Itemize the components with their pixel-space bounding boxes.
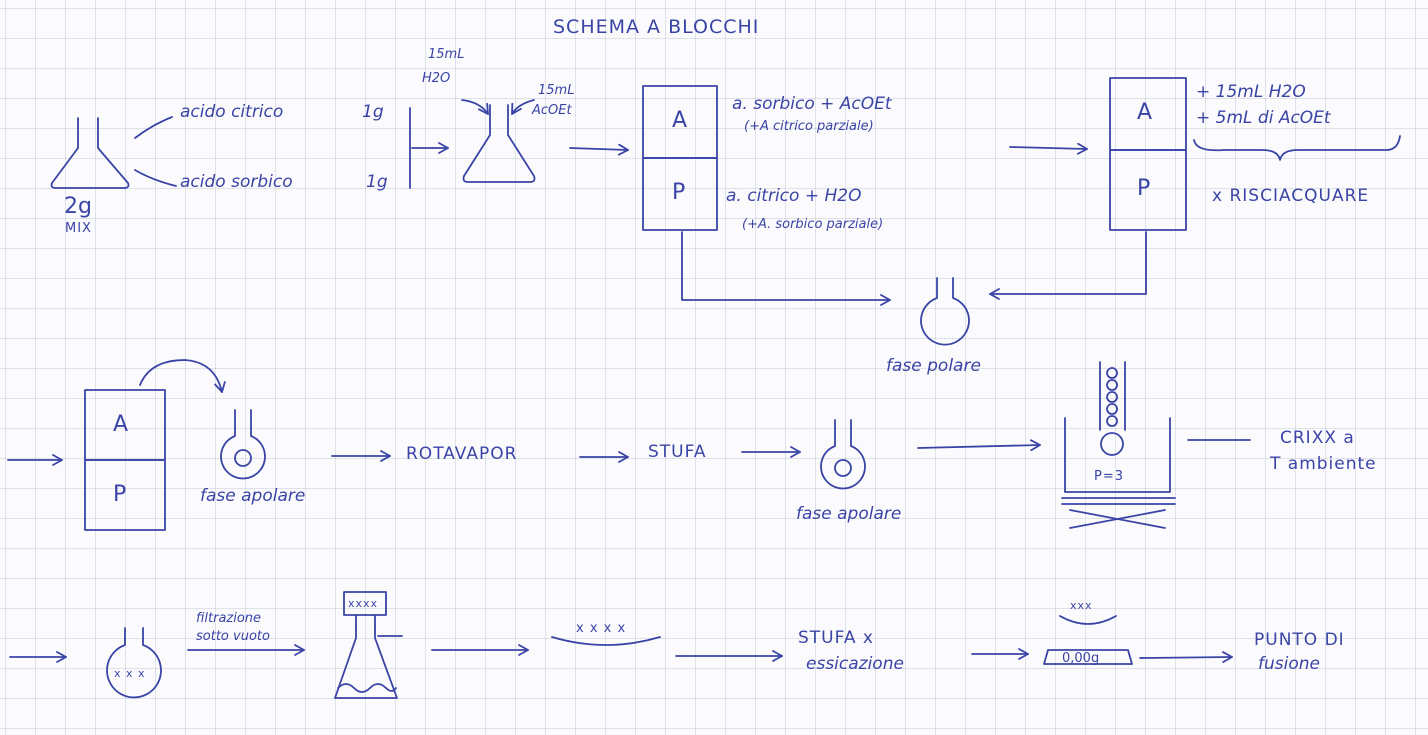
sorbic-acid-qty: 1g (366, 174, 388, 191)
melting-point-label-2: fusione (1258, 656, 1320, 673)
vacuum-flask (335, 628, 402, 698)
acoet-label: AcOEt (532, 104, 572, 117)
arrow-to-crystallizer (918, 445, 1040, 448)
separator-2-note-3: x RISCIACQUARE (1212, 188, 1369, 205)
separator-2-note-2: + 5mL di AcOEt (1196, 110, 1331, 127)
separator-1-bottom-desc-2: (+A. sorbico parziale) (742, 218, 883, 231)
pressure-label: P=3 (1094, 470, 1124, 483)
separator-1-bottom-label: P (672, 182, 685, 204)
melting-point-label-1: PUNTO DI (1254, 632, 1345, 649)
crystallizer-column (1100, 362, 1125, 430)
funnel-contents: xxxx (348, 598, 378, 609)
notes-brace (1194, 136, 1400, 160)
rotavapor-label: ROTAVAPOR (406, 446, 517, 463)
arrow-to-melting-point (1140, 657, 1232, 658)
water-pointer (462, 100, 488, 114)
branch-line-citric (135, 117, 172, 138)
sorbic-acid-label: acido sorbico (180, 174, 293, 191)
stufa-label: STUFA (648, 444, 706, 461)
branch-line-sorbic (135, 170, 176, 186)
watch-glass-contents: x x x x (576, 622, 626, 635)
apolar-flask-2-contents (835, 460, 851, 476)
polar-phase-label: fase polare (886, 358, 981, 375)
separator-1-top-desc-2: (+A citrico parziale) (744, 120, 874, 133)
citric-acid-label: acido citrico (180, 104, 283, 121)
polar-flask (921, 278, 969, 345)
mix-label: MIX (65, 222, 92, 235)
separator-3-top-label: A (113, 414, 128, 436)
crystals-label-1: CRIXX a (1280, 430, 1355, 447)
citric-acid-qty: 1g (362, 104, 384, 121)
water-label: H2O (422, 72, 450, 85)
apolar-phase-label-2: fase apolare (796, 506, 901, 523)
separator-2-note-1: + 15mL H2O (1196, 84, 1306, 101)
arrow-sep3-to-flask (140, 360, 222, 392)
separator-1-bottom-desc-1: a. citrico + H2O (726, 188, 861, 205)
watch-glass (552, 637, 660, 645)
filtration-label-1: filtrazione (196, 612, 261, 625)
line-sep2-to-polar (990, 232, 1146, 294)
separator-1-top-desc-1: a. sorbico + AcOEt (732, 96, 892, 113)
scale-weight: 0,00g (1062, 652, 1099, 665)
separator-2-top-label: A (1137, 102, 1152, 124)
acoet-qty: 15mL (538, 84, 574, 97)
apolar-phase-label-1: fase apolare (200, 488, 305, 505)
diagram-title: SCHEMA A BLOCCHI (553, 18, 759, 37)
scale-dish (1060, 616, 1116, 624)
crystallizer-stand (1062, 498, 1175, 528)
crystallizer-coil (1107, 368, 1117, 426)
separator-2-bottom-label: P (1137, 178, 1150, 200)
acoet-pointer (512, 100, 534, 114)
crystals-label-2: T ambiente (1270, 456, 1377, 473)
water-qty: 15mL (428, 48, 464, 61)
vacuum-flask-liquid (338, 684, 396, 692)
mix-flask (52, 118, 129, 188)
line-sep1-to-polar (682, 232, 890, 300)
stufa-essicazione-label-2: essicazione (806, 656, 904, 673)
mix-amount: 2g (64, 196, 92, 218)
arrow-to-separator-2 (1010, 147, 1087, 149)
apolar-flask-2 (821, 420, 865, 488)
apolar-flask-1-contents (235, 450, 251, 466)
crystallizer-flask (1101, 433, 1123, 455)
crystal-flask (107, 628, 161, 697)
apolar-flask-1 (221, 410, 265, 478)
separator-3-bottom-label: P (113, 484, 126, 506)
extraction-flask (464, 105, 535, 182)
scale-contents: xxx (1070, 600, 1093, 611)
stufa-essicazione-label-1: STUFA x (798, 630, 874, 647)
separator-1-top-label: A (672, 110, 687, 132)
arrow-to-separator-1 (570, 148, 628, 150)
filtration-label-2: sotto vuoto (196, 630, 270, 643)
crystal-flask-contents: x x x (114, 668, 146, 679)
